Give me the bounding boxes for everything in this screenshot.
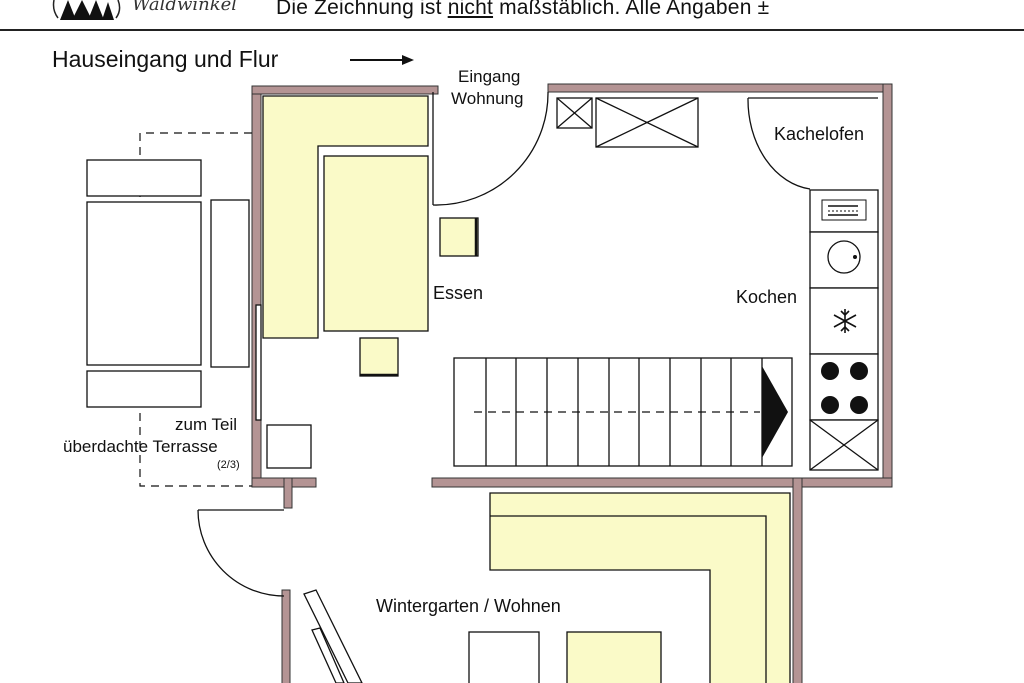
dining-bench bbox=[262, 95, 429, 339]
wall-top-right bbox=[547, 83, 893, 93]
conservatory-table-yellow bbox=[566, 631, 662, 683]
disclaimer-part-1: Die Zeichnung ist bbox=[276, 0, 448, 19]
logo bbox=[52, 0, 122, 20]
wall-left-upper bbox=[251, 85, 262, 487]
wall-right-lower bbox=[792, 477, 803, 683]
tree-logo-icon bbox=[52, 0, 121, 20]
entrance-label-1: Eingang bbox=[458, 67, 520, 86]
wall-stub-left bbox=[283, 477, 293, 509]
snowflake-icon bbox=[833, 309, 857, 333]
brand-name: Waldwinkel bbox=[132, 0, 238, 15]
conservatory-sofa bbox=[489, 492, 791, 683]
stairs-arrow-icon bbox=[762, 366, 788, 458]
entrance-door bbox=[432, 91, 549, 206]
terrace-outline bbox=[139, 132, 252, 487]
dining-chair-bottom bbox=[359, 337, 399, 377]
dining-chair-right bbox=[439, 217, 479, 257]
conservatory-label: Wintergarten / Wohnen bbox=[376, 596, 561, 616]
dining-label: Essen bbox=[433, 283, 483, 303]
tile-stove bbox=[747, 97, 878, 190]
deck-chair bbox=[303, 589, 363, 683]
hallway-label: Hauseingang und Flur bbox=[52, 46, 278, 73]
staircase bbox=[453, 357, 793, 467]
terrace-label-2: überdachte Terrasse bbox=[63, 437, 218, 456]
terrace-label-1: zum Teil bbox=[175, 415, 237, 434]
terrace-lounger bbox=[86, 159, 262, 421]
conservatory-table-white bbox=[468, 631, 540, 683]
sink-icon bbox=[827, 240, 861, 274]
hallway-text: Hauseingang und Flur bbox=[52, 46, 279, 72]
cooking-label: Kochen bbox=[736, 287, 797, 307]
sofa-inner-line bbox=[490, 515, 767, 683]
kitchen-counter bbox=[809, 189, 879, 471]
walls bbox=[251, 83, 893, 683]
terrace-small-table bbox=[266, 424, 312, 469]
wall-top-left bbox=[251, 85, 439, 95]
terrace-door bbox=[197, 509, 285, 597]
header-rule bbox=[0, 29, 1024, 31]
scale-disclaimer: Die Zeichnung ist nicht maßstäblich. All… bbox=[276, 0, 769, 20]
wall-left-lower bbox=[281, 589, 291, 683]
dishwasher-icon bbox=[821, 199, 867, 221]
dining-table bbox=[323, 155, 429, 332]
disclaimer-part-2: maßstäblich. Alle Angaben ± bbox=[493, 0, 770, 19]
terrace-fraction: (2/3) bbox=[217, 459, 240, 471]
top-cabinets bbox=[556, 97, 699, 148]
tile-stove-label: Kachelofen bbox=[774, 124, 864, 144]
disclaimer-emphasis: nicht bbox=[447, 0, 494, 19]
entrance-label-2: Wohnung bbox=[451, 89, 523, 108]
stove-burners-icon bbox=[821, 362, 868, 414]
wall-mid-right bbox=[431, 477, 893, 488]
wall-right-kitchen bbox=[882, 83, 893, 487]
arrow-right-icon bbox=[350, 55, 414, 65]
